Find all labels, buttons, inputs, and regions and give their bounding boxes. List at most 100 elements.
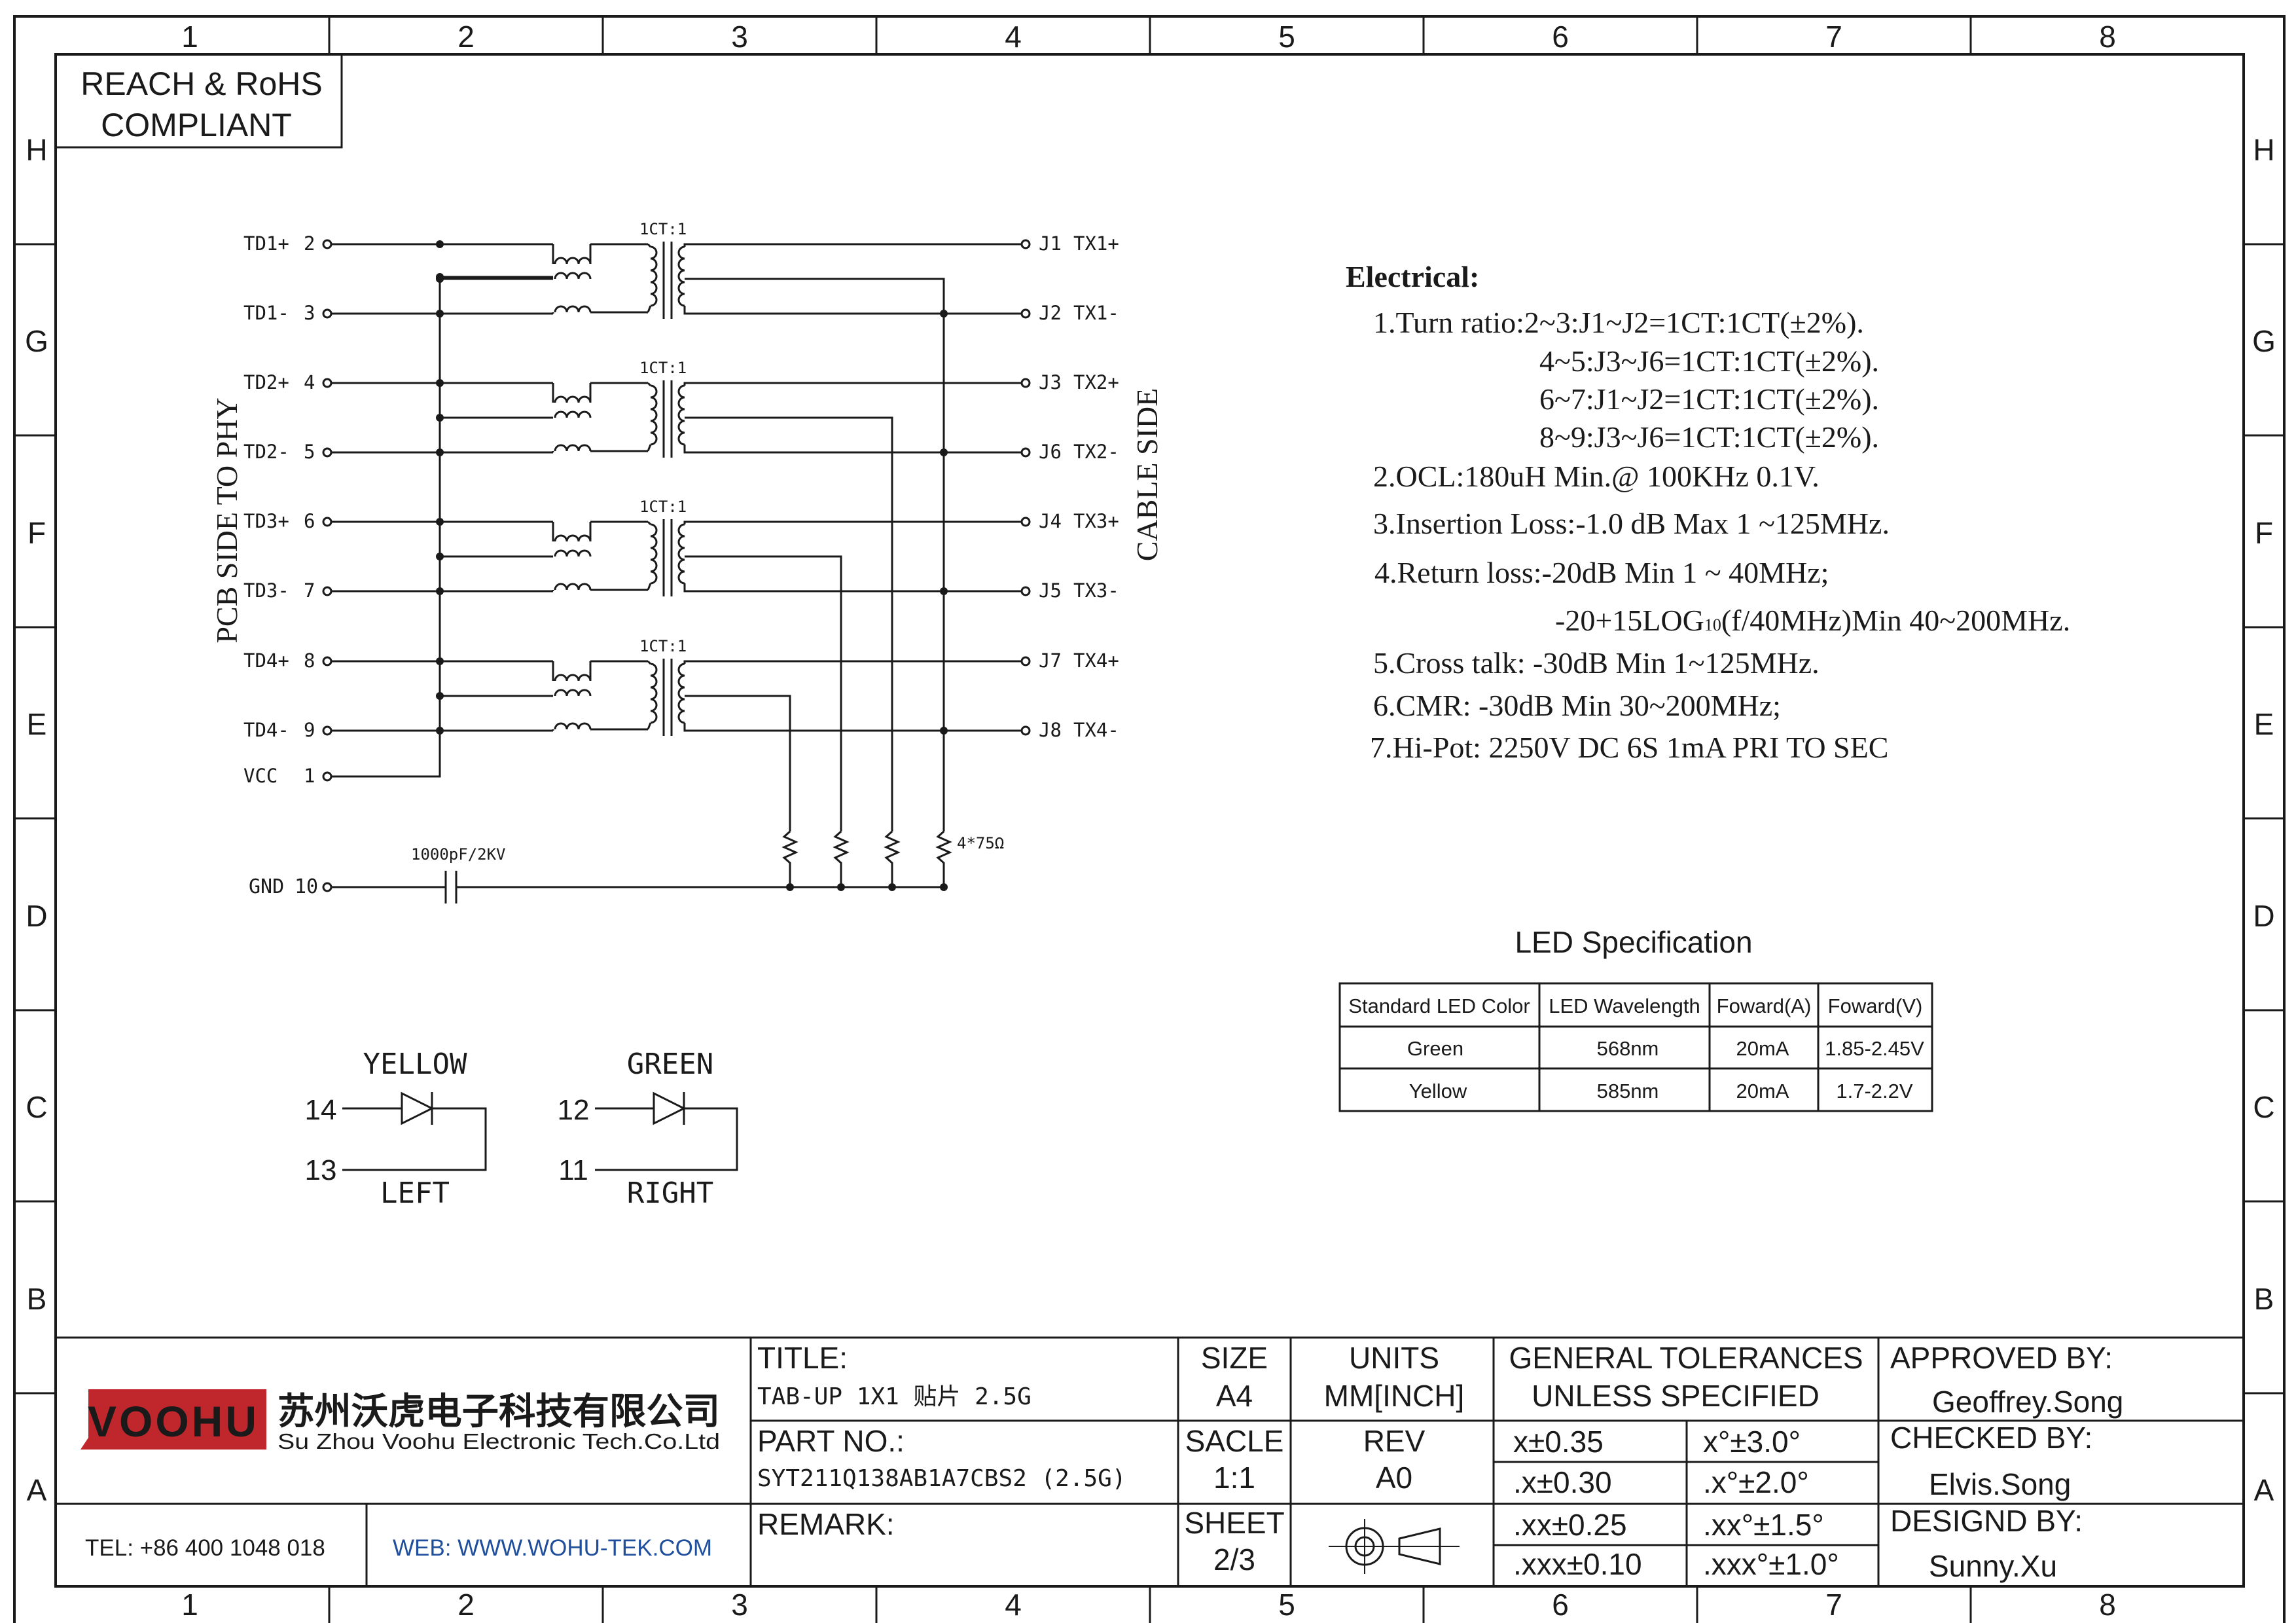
col-label-top-8: 8 (2099, 20, 2116, 54)
return-loss-part-b: (f/40MHz)Min 40~200MHz. (1721, 604, 2070, 637)
tolerance-cell: .x±0.30 (1513, 1465, 1612, 1499)
led-spec-header-color: Standard LED Color (1348, 994, 1530, 1017)
remark-label: REMARK: (757, 1507, 895, 1541)
choke-coil-icon (554, 722, 592, 730)
left-pin-name: TD1+ (243, 232, 289, 255)
return-loss-subscript: 10 (1704, 615, 1721, 634)
col-label-top-4: 4 (1005, 20, 1022, 54)
tolerance-cell: .xxx°±1.0° (1703, 1547, 1839, 1581)
electrical-line-8: 5.Cross talk: -30dB Min 1~125MHz. (1373, 646, 1820, 680)
tolerance-cell: .x°±2.0° (1703, 1465, 1809, 1499)
tolerance-cell: x°±3.0° (1703, 1425, 1801, 1459)
right-pin-terminal (1020, 725, 1031, 736)
transformer-channel-3: 1CT:1 (331, 498, 1022, 831)
col-label-bottom-6: 6 (1552, 1588, 1569, 1622)
left-pin-name: TD1- (243, 302, 289, 324)
row-label-right-H: H (2253, 133, 2274, 167)
transformer-ratio-label: 1CT:1 (639, 220, 687, 238)
projection-symbol-icon (1329, 1519, 1460, 1574)
resistor-icon (781, 830, 798, 887)
left-pin-name: TD3- (243, 579, 289, 602)
units-value: MM[INCH] (1324, 1379, 1465, 1413)
led-spec-cell: 585nm (1597, 1080, 1659, 1103)
led-left-side: LEFT (380, 1176, 450, 1210)
cable-side-label: CABLE SIDE (1130, 388, 1164, 562)
transformer-primary-icon (650, 663, 658, 724)
row-label-right-E: E (2254, 707, 2274, 741)
title-value: TAB-UP 1X1 贴片 2.5G (757, 1383, 1031, 1410)
row-label-left-A: A (27, 1473, 47, 1507)
electrical-line-2: 4~5:J3~J6=1CT:1CT(±2%). (1539, 344, 1879, 378)
electrical-line-3: 6~7:J1~J2=1CT:1CT(±2%). (1539, 382, 1879, 416)
choke-coil-icon (554, 272, 592, 280)
right-pin-number: J7 (1039, 649, 1062, 672)
transformer-group: 1CT:1 1CT:1 1CT:1 1CT:1 (331, 220, 1022, 831)
tolerance-cell: .xx°±1.5° (1703, 1508, 1824, 1542)
col-label-bottom-5: 5 (1278, 1588, 1295, 1622)
left-pin-number: 2 (304, 232, 315, 255)
left-pin-terminal (322, 447, 332, 458)
col-label-bottom-4: 4 (1005, 1588, 1022, 1622)
col-label-bottom-1: 1 (181, 1588, 198, 1622)
column-zone-markers: 1 2 3 4 5 6 7 8 1 2 3 4 5 6 7 8 (181, 16, 2116, 1623)
pcb-side-label: PCB SIDE TO PHY (210, 397, 243, 643)
diode-icon (401, 1091, 435, 1125)
electrical-line-5: 2.OCL:180uH Min.@ 100KHz 0.1V. (1373, 460, 1820, 493)
row-label-left-E: E (27, 707, 47, 741)
checked-label: CHECKED BY: (1890, 1421, 2092, 1455)
electrical-line-1: 1.Turn ratio:2~3:J1~J2=1CT:1CT(±2%). (1373, 306, 1864, 339)
right-pin-number: J8 (1039, 719, 1062, 741)
row-label-left-D: D (26, 899, 47, 933)
gnd-pin-terminal (322, 882, 332, 892)
row-label-left-C: C (26, 1090, 47, 1124)
resistor-label: 4*75Ω (957, 834, 1004, 852)
diode-icon (653, 1091, 687, 1125)
led-spec-title: LED Specification (1515, 925, 1752, 959)
resistor-icon (935, 830, 952, 887)
left-pin-number: 5 (304, 441, 315, 463)
left-pin-terminal (322, 586, 332, 596)
right-pin-name: TX4+ (1073, 649, 1119, 672)
led-spec-cell: Green (1407, 1037, 1463, 1060)
led-spec-table: LED Specification Standard LED Color LED… (1338, 925, 1933, 1112)
right-pin-terminal (1020, 239, 1031, 249)
left-pin-terminal (322, 308, 332, 319)
left-pin-terminal (322, 771, 332, 782)
row-label-right-D: D (2253, 899, 2274, 933)
part-number-label: PART NO.: (757, 1424, 905, 1458)
title-label: TITLE: (757, 1341, 848, 1375)
left-pin-terminal (322, 656, 332, 666)
right-pin-terminal (1020, 378, 1031, 388)
transformer-channel-2: 1CT:1 (331, 359, 1022, 831)
right-pin-name: TX1- (1073, 302, 1119, 324)
col-label-top-5: 5 (1278, 20, 1295, 54)
choke-coil-icon (554, 410, 592, 418)
choke-coil-icon (554, 305, 592, 313)
scale-label: SACLE (1185, 1424, 1284, 1458)
right-pin-number: J4 (1039, 510, 1062, 532)
led-left-color: YELLOW (363, 1048, 467, 1081)
transformer-primary-icon (650, 246, 658, 307)
compliance-line-2: COMPLIANT (101, 107, 292, 143)
right-pin-name: TX2- (1073, 441, 1119, 463)
transformer-ratio-label: 1CT:1 (639, 359, 687, 377)
title-block: VOOHU 苏州沃虎电子科技有限公司 Su Zhou Voohu Electro… (56, 1336, 2244, 1586)
transformer-ratio-label: 1CT:1 (639, 498, 687, 516)
led-spec-cell: 1.85-2.45V (1825, 1037, 1924, 1060)
scale-value: 1:1 (1213, 1461, 1255, 1495)
electrical-line-7b: -20+15LOG10(f/40MHz)Min 40~200MHz. (1555, 604, 2070, 637)
led-green-right: GREEN 12 11 RIGHT (558, 1048, 738, 1210)
logo-badge-icon (81, 1389, 266, 1450)
choke-coil-icon (554, 395, 592, 403)
transformer-channel-4: 1CT:1 (331, 637, 1022, 831)
left-pin-terminal (322, 517, 332, 527)
tolerance-cell: .xx±0.25 (1513, 1508, 1627, 1542)
led-spec-cell: 1.7-2.2V (1836, 1080, 1913, 1103)
right-pin-number: J3 (1039, 371, 1062, 393)
rev-label: REV (1363, 1424, 1426, 1458)
right-pin-number: J6 (1039, 441, 1062, 463)
row-label-right-F: F (2255, 516, 2273, 550)
electrical-spec: Electrical: 1.Turn ratio:2~3:J1~J2=1CT:1… (1346, 260, 2070, 764)
